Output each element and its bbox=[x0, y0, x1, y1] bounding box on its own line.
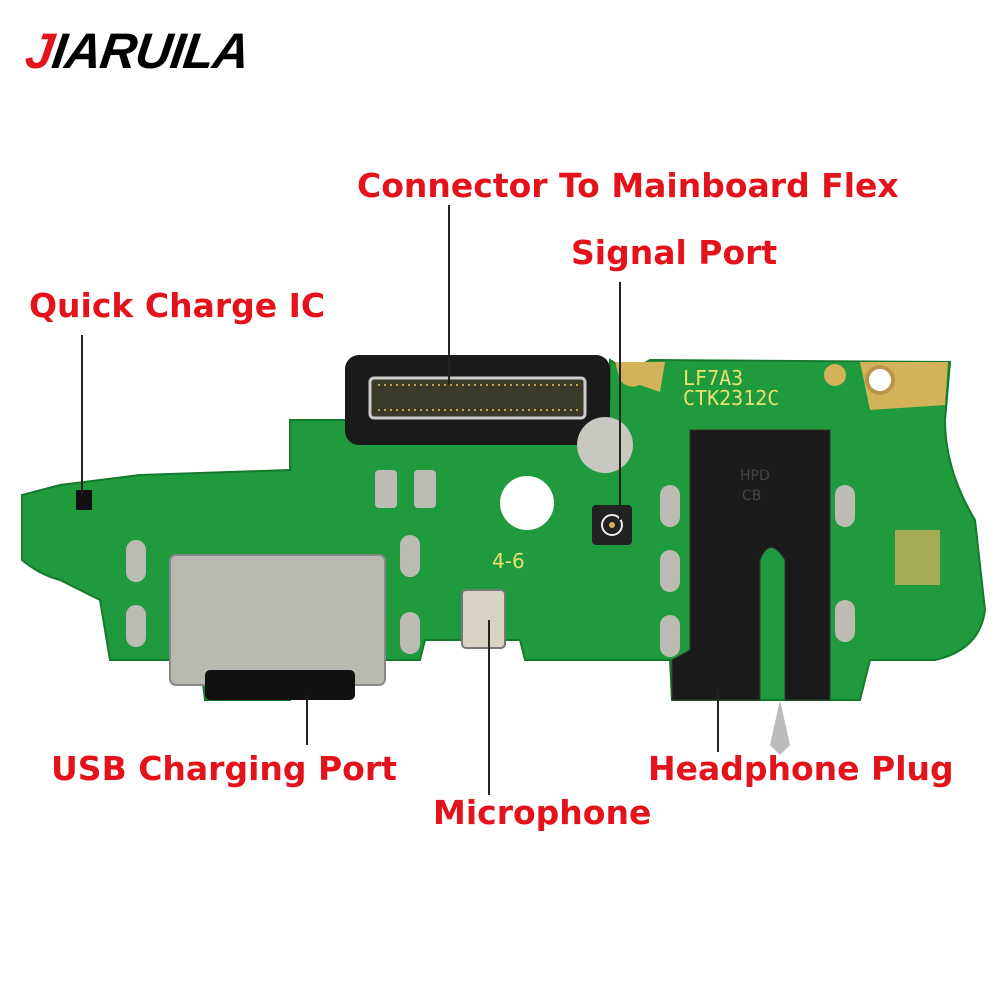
label-headphone-plug: Headphone Plug bbox=[648, 749, 954, 788]
quick-charge-ic bbox=[76, 490, 92, 510]
board-code-text: CTK2312C bbox=[683, 386, 779, 410]
qr-code bbox=[895, 530, 940, 585]
label-connector: Connector To Mainboard Flex bbox=[357, 166, 899, 205]
jack-text-2: CB bbox=[742, 488, 761, 504]
label-microphone: Microphone bbox=[433, 793, 652, 832]
gold-pad bbox=[615, 362, 665, 392]
label-signal-port: Signal Port bbox=[571, 233, 778, 272]
headphone-jack bbox=[671, 429, 831, 701]
mount-hole bbox=[865, 365, 895, 395]
microphone-component bbox=[461, 589, 506, 649]
silk-text: 4-6 bbox=[492, 549, 525, 573]
board-model-text: LF7A3 bbox=[683, 366, 743, 390]
jack-text-1: HPD bbox=[740, 468, 770, 484]
solder-pads bbox=[126, 470, 855, 657]
label-quick-charge-ic: Quick Charge IC bbox=[29, 286, 326, 325]
label-usb-port: USB Charging Port bbox=[51, 749, 397, 788]
gold-dot bbox=[824, 364, 846, 386]
usb-port bbox=[169, 554, 386, 686]
vibration-pad bbox=[577, 417, 633, 473]
center-hole bbox=[500, 476, 554, 530]
